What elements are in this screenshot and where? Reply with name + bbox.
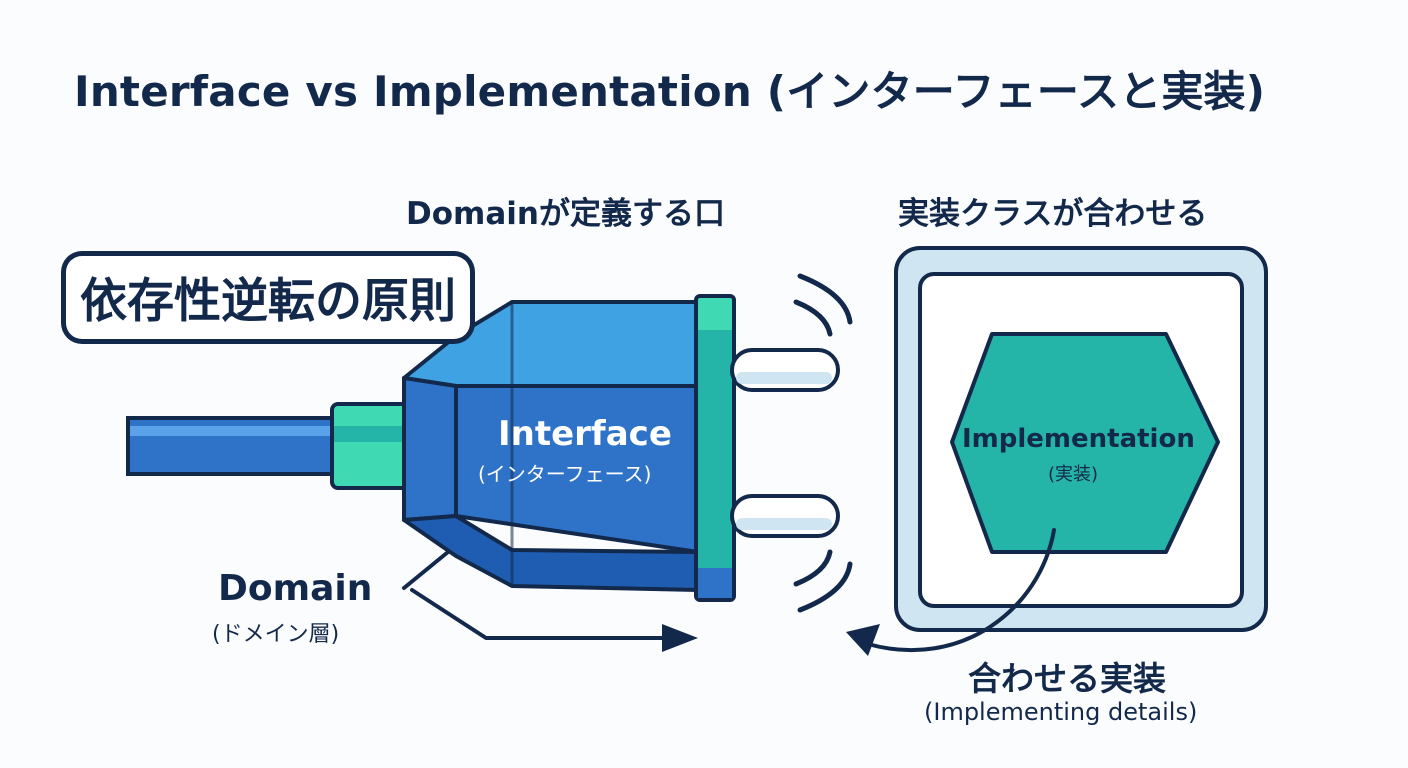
domain-leader [402,550,450,590]
matching-label-jp: 合わせる実装 [968,659,1166,698]
principle-badge: 依存性逆転の原則 [66,256,470,339]
plug-collar-band [334,426,408,442]
implementation-label-jp: (実装) [1048,464,1099,485]
signal-arc-icon [793,273,853,613]
domain-label-jp: (ドメイン層) [212,622,340,647]
curve-connector [866,528,1056,653]
plug-label: Interface [498,414,672,454]
arrow-icon [846,624,880,656]
matching-label-en: (Implementing details) [924,698,1198,726]
implementation-label: Implementation [962,424,1195,454]
domain-arrow [410,588,666,640]
caption-impl-fits: 実装クラスが合わせる [898,196,1208,232]
plug-prong-bottom-shade [736,518,832,530]
hexagon-icon [950,332,1220,554]
domain-arrow-head [662,624,698,652]
plug-collar [330,402,412,490]
cable-highlight [130,426,336,436]
plug-label-jp: (インターフェース) [478,462,652,486]
plug-faceplate [694,294,736,602]
page-title: Interface vs Implementation (インターフェースと実装… [74,67,1266,116]
plug-prong-top-shade [736,372,832,384]
caption-domain-port: Domainが定義する口 [406,196,725,232]
domain-label: Domain [218,568,373,609]
